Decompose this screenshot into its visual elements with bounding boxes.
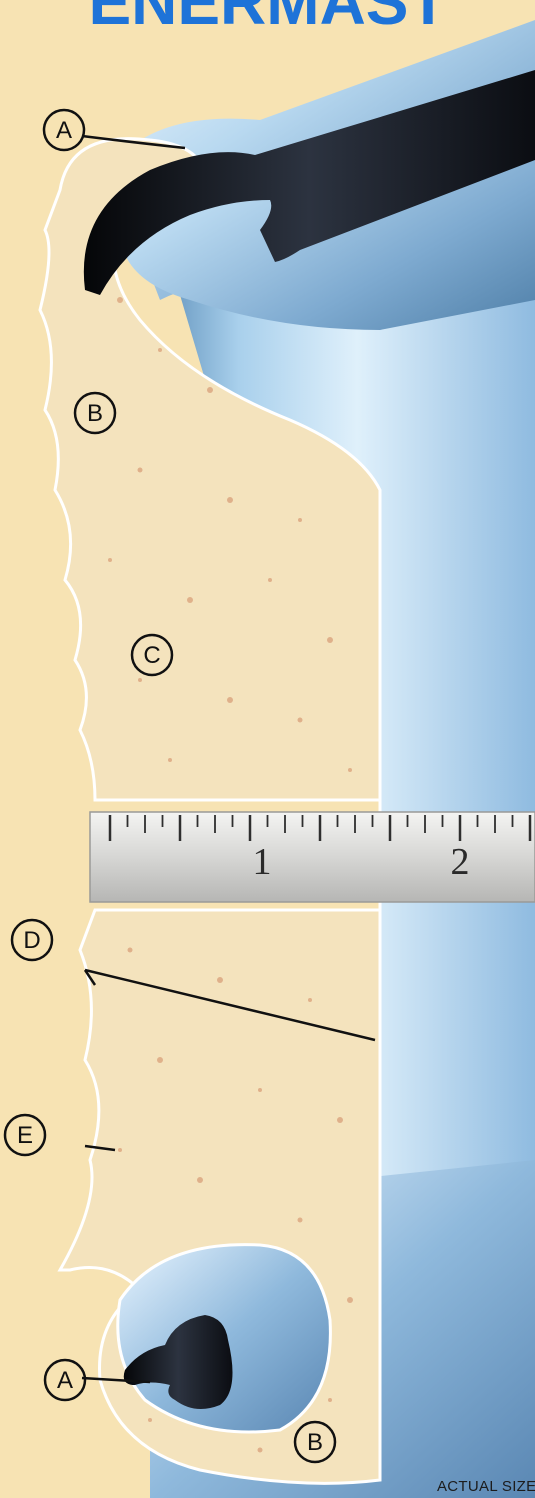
actual-size-caption: ACTUAL SIZE [437,1478,535,1495]
callout-letter: C [143,642,160,669]
measuring-ruler: 1 2 [90,812,535,902]
brand-title: ENERMAST [88,0,447,38]
callout-letter: A [56,117,72,144]
ruler-number-1: 1 [253,841,272,883]
callout-letter: D [23,927,40,954]
callout-letter: A [57,1367,73,1394]
callout-letter: B [87,400,103,427]
callout-letter: B [307,1429,323,1456]
ruler-number-2: 2 [451,841,470,883]
callout-letter: E [17,1122,33,1149]
